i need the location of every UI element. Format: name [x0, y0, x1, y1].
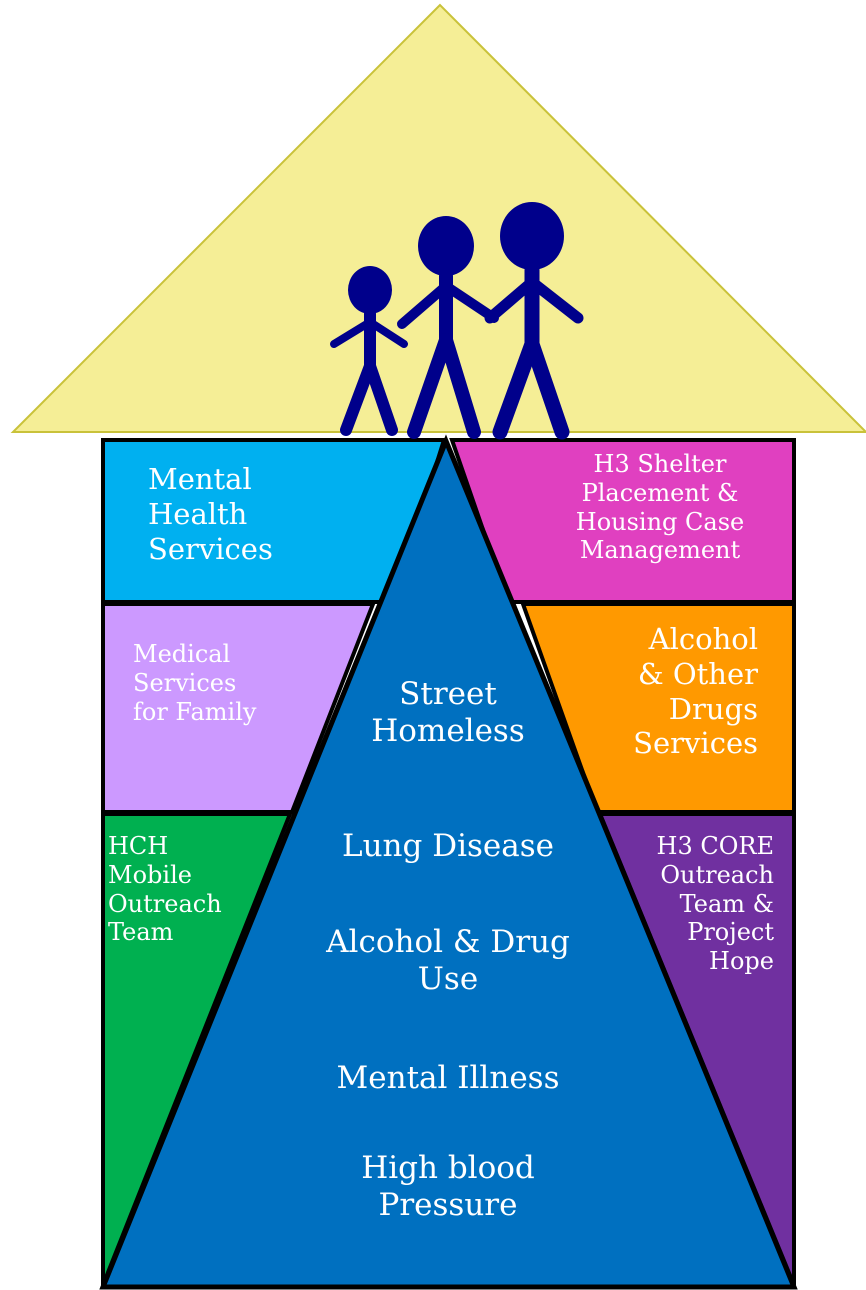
person-icon [484, 202, 584, 440]
alcohol-label: Alcohol & Other Drugs Services [633, 622, 758, 761]
high-blood-pressure-label: High blood Pressure [361, 1150, 535, 1224]
shelter-label: H3 Shelter Placement & Housing Case Mana… [575, 450, 745, 565]
mental-health-label: Mental Health Services [148, 462, 273, 566]
person-icon [397, 216, 499, 439]
person-icon [330, 266, 408, 436]
core-label: H3 CORE Outreach Team & Project Hope [656, 832, 774, 976]
lung-disease-label: Lung Disease [342, 828, 554, 864]
family-figures [330, 202, 584, 440]
street-homeless-label: Street Homeless [371, 676, 525, 750]
alcohol-drug-label: Alcohol & Drug Use [326, 924, 570, 998]
central-triangle [99, 434, 798, 1290]
medical-label: Medical Services for Family [133, 640, 257, 726]
mental-illness-label: Mental Illness [336, 1060, 560, 1096]
hch-label: HCH Mobile Outreach Team [108, 832, 222, 947]
